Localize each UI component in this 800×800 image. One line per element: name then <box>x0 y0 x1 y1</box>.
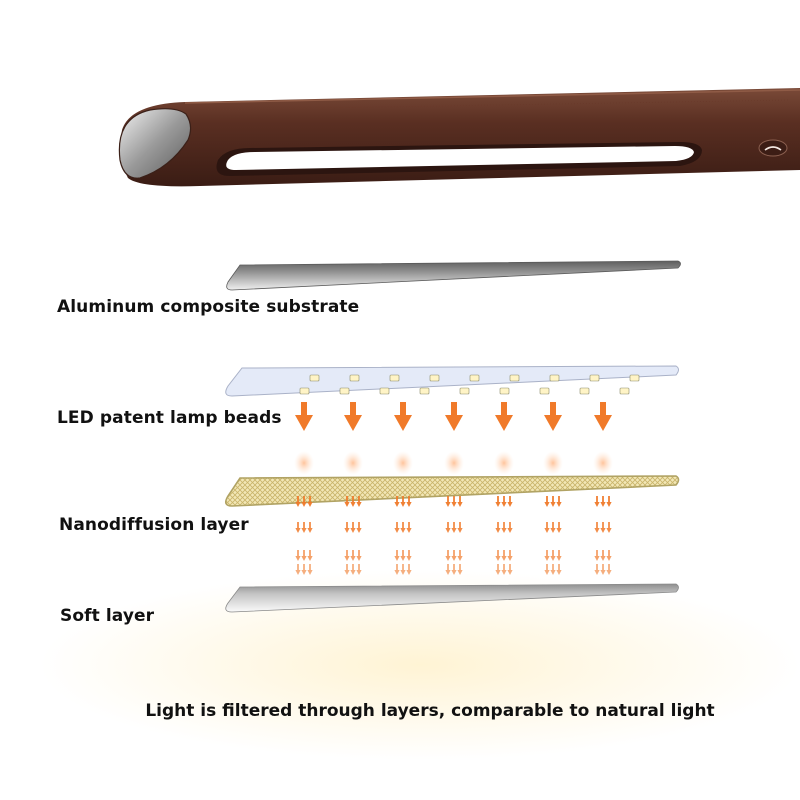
led-bead <box>469 374 480 382</box>
small-arrow-cluster <box>544 522 562 533</box>
light-glow-dot <box>343 451 363 475</box>
small-arrow-cluster <box>344 522 362 533</box>
small-arrow-cluster <box>295 550 313 561</box>
small-arrow-cluster <box>344 550 362 561</box>
small-arrow-cluster <box>344 564 362 575</box>
light-glow-dot <box>393 451 413 475</box>
diffused-light-glow <box>294 451 613 475</box>
led-bead <box>379 387 390 395</box>
led-bead <box>459 387 470 395</box>
small-arrow-cluster <box>594 496 612 507</box>
small-arrow-cluster <box>445 564 463 575</box>
led-bead <box>429 374 440 382</box>
led-bead <box>309 374 320 382</box>
small-arrow-cluster <box>495 550 513 561</box>
led-bead <box>499 387 510 395</box>
aluminum-substrate-label: Aluminum composite substrate <box>57 297 360 317</box>
down-arrow-icon <box>445 402 463 431</box>
led-lamp-beads-layer <box>225 365 679 397</box>
down-arrow-icon <box>394 402 412 431</box>
small-arrow-cluster <box>394 522 412 533</box>
led-bead <box>419 387 430 395</box>
led-bead <box>299 387 310 395</box>
small-arrow-cluster <box>495 522 513 533</box>
small-arrow-cluster <box>544 564 562 575</box>
led-bead <box>589 374 600 382</box>
led-bead <box>549 374 560 382</box>
aluminum-substrate-layer <box>226 260 681 291</box>
down-arrow-icon <box>344 402 362 431</box>
light-glow-dot <box>444 451 464 475</box>
small-arrow-cluster <box>495 496 513 507</box>
led-bead <box>509 374 520 382</box>
small-arrow-cluster <box>295 522 313 533</box>
lamp-head-image <box>118 88 800 187</box>
nanodiffusion-layer <box>224 475 680 507</box>
down-arrow-icon <box>495 402 513 431</box>
led-bead <box>539 387 550 395</box>
small-arrow-cluster <box>495 564 513 575</box>
light-glow-dot <box>543 451 563 475</box>
light-arrows <box>295 402 612 431</box>
small-arrow-cluster <box>295 496 313 507</box>
small-arrow-cluster <box>394 564 412 575</box>
led-bead <box>619 387 630 395</box>
caption: Light is filtered through layers, compar… <box>145 701 715 721</box>
small-arrow-cluster <box>344 496 362 507</box>
small-arrow-cluster <box>594 564 612 575</box>
diffused-light-arrows <box>295 496 612 575</box>
small-arrow-cluster <box>394 496 412 507</box>
down-arrow-icon <box>594 402 612 431</box>
small-arrow-cluster <box>594 550 612 561</box>
small-arrow-cluster <box>544 550 562 561</box>
led-bead <box>349 374 360 382</box>
led-bead <box>629 374 640 382</box>
led-lamp-beads-label: LED patent lamp beads <box>57 408 282 428</box>
light-glow-dot <box>294 451 314 475</box>
led-bead <box>389 374 400 382</box>
down-arrow-icon <box>295 402 313 431</box>
light-glow-dot <box>494 451 514 475</box>
led-bead <box>339 387 350 395</box>
ambient-glow <box>40 570 800 760</box>
down-arrow-icon <box>544 402 562 431</box>
small-arrow-cluster <box>445 522 463 533</box>
small-arrow-cluster <box>594 522 612 533</box>
small-arrow-cluster <box>295 564 313 575</box>
small-arrow-cluster <box>445 550 463 561</box>
soft-layer <box>225 583 679 613</box>
small-arrow-cluster <box>445 496 463 507</box>
led-bead <box>579 387 590 395</box>
small-arrow-cluster <box>544 496 562 507</box>
soft-layer-label: Soft layer <box>60 606 155 626</box>
light-glow-dot <box>593 451 613 475</box>
small-arrow-cluster <box>394 550 412 561</box>
nanodiffusion-layer-label: Nanodiffusion layer <box>59 515 249 535</box>
